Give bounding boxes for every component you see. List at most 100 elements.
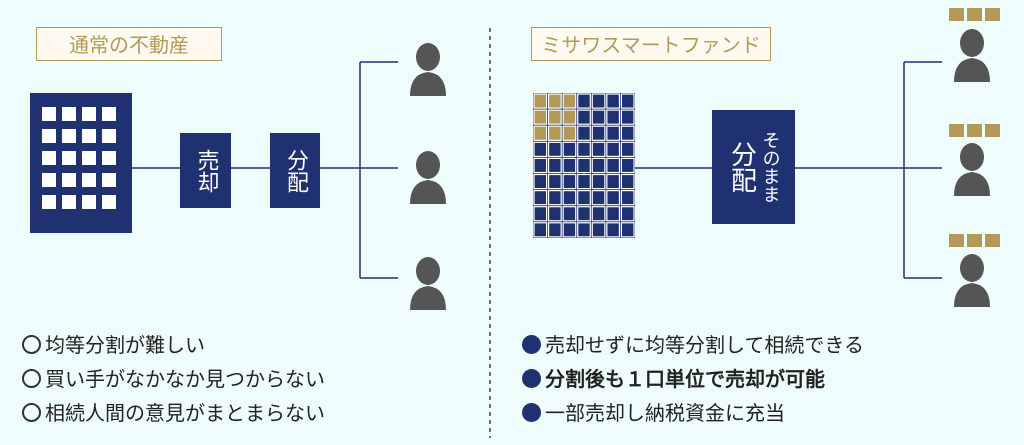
person-icon bbox=[410, 257, 446, 310]
share-units-icon bbox=[949, 124, 1000, 137]
share-unit bbox=[591, 222, 606, 238]
share-unit bbox=[620, 125, 635, 141]
share-unit bbox=[620, 190, 635, 206]
share-unit-gold bbox=[547, 125, 562, 141]
share-unit bbox=[620, 206, 635, 222]
share-unit bbox=[606, 157, 621, 174]
building-window bbox=[82, 173, 96, 187]
left-title: 通常の不動産 bbox=[36, 27, 222, 61]
building-window bbox=[82, 195, 96, 209]
building-window bbox=[62, 107, 76, 121]
building-icon bbox=[30, 93, 132, 233]
building-window bbox=[102, 107, 116, 121]
distribute-step-box: 分配 bbox=[270, 133, 320, 208]
right-benefits-list: 売却せずに均等分割して相続できる 分割後も１口単位で売却が可能 一部売却し納税資… bbox=[522, 328, 864, 430]
share-unit bbox=[562, 173, 577, 190]
sell-step-label: 売却 bbox=[193, 148, 219, 193]
list-item: 分割後も１口単位で売却が可能 bbox=[522, 362, 864, 396]
share-unit bbox=[562, 190, 577, 206]
share-unit bbox=[577, 222, 591, 238]
share-unit-gold bbox=[547, 109, 562, 125]
building-window bbox=[82, 151, 96, 165]
share-unit bbox=[577, 190, 591, 206]
building-window bbox=[102, 173, 116, 187]
list-item: 均等分割が難しい bbox=[22, 328, 325, 362]
share-unit bbox=[606, 222, 621, 238]
building-window bbox=[102, 195, 116, 209]
person-icon bbox=[410, 43, 446, 96]
share-unit bbox=[577, 206, 591, 222]
share-unit bbox=[533, 190, 548, 206]
share-unit bbox=[620, 222, 635, 238]
share-unit-gold bbox=[547, 93, 562, 109]
share-unit bbox=[577, 125, 591, 141]
building-window bbox=[82, 107, 96, 121]
sell-step-box: 売却 bbox=[180, 133, 231, 208]
share-unit-gold bbox=[562, 93, 577, 109]
share-unit bbox=[533, 173, 548, 190]
share-unit bbox=[533, 222, 548, 238]
share-unit bbox=[606, 173, 621, 190]
share-unit-gold bbox=[562, 125, 577, 141]
left-issues-list: 均等分割が難しい 買い手がなかなか見つからない 相続人間の意見がまとまらない bbox=[22, 328, 325, 430]
direct-distribution-sub-label: そのまま bbox=[759, 131, 781, 203]
share-unit bbox=[533, 141, 548, 158]
share-unit bbox=[606, 190, 621, 206]
building-window bbox=[62, 195, 76, 209]
share-unit bbox=[577, 93, 591, 109]
building-window bbox=[62, 173, 76, 187]
share-unit bbox=[606, 141, 621, 158]
share-unit bbox=[547, 222, 562, 238]
list-item: 相続人間の意見がまとまらない bbox=[22, 396, 325, 430]
distribute-step-label: 分配 bbox=[283, 148, 308, 193]
list-item: 売却せずに均等分割して相続できる bbox=[522, 328, 864, 362]
share-unit bbox=[562, 157, 577, 174]
share-unit bbox=[591, 125, 606, 141]
list-item: 買い手がなかなか見つからない bbox=[22, 362, 325, 396]
share-unit bbox=[547, 141, 562, 158]
share-unit bbox=[547, 190, 562, 206]
share-unit bbox=[606, 125, 621, 141]
building-window bbox=[42, 173, 56, 187]
share-unit bbox=[591, 93, 606, 109]
building-window bbox=[62, 129, 76, 143]
share-unit bbox=[577, 141, 591, 158]
building-window bbox=[42, 151, 56, 165]
share-unit bbox=[562, 141, 577, 158]
fund-grid-icon bbox=[533, 93, 635, 238]
share-unit bbox=[606, 93, 621, 109]
building-window bbox=[102, 151, 116, 165]
filled-circle-icon bbox=[522, 369, 541, 388]
share-unit bbox=[591, 141, 606, 158]
share-unit bbox=[591, 190, 606, 206]
building-window bbox=[82, 129, 96, 143]
share-unit bbox=[606, 109, 621, 125]
share-unit bbox=[591, 157, 606, 174]
building-window bbox=[42, 195, 56, 209]
share-unit-gold bbox=[533, 93, 548, 109]
right-title: ミサワスマートファンド bbox=[531, 27, 771, 61]
open-circle-icon bbox=[22, 335, 41, 354]
share-unit bbox=[577, 173, 591, 190]
building-window bbox=[102, 129, 116, 143]
share-unit-gold bbox=[533, 125, 548, 141]
filled-circle-icon bbox=[522, 335, 541, 354]
building-window bbox=[42, 107, 56, 121]
share-unit bbox=[562, 222, 577, 238]
person-icon bbox=[954, 254, 990, 307]
direct-distribution-main-label: 分配 bbox=[726, 141, 757, 193]
filled-circle-icon bbox=[522, 403, 541, 422]
share-unit bbox=[620, 173, 635, 190]
list-item: 一部売却し納税資金に充当 bbox=[522, 396, 864, 430]
share-unit bbox=[606, 206, 621, 222]
person-icon bbox=[954, 143, 990, 196]
share-unit bbox=[547, 173, 562, 190]
share-unit bbox=[620, 109, 635, 125]
share-unit bbox=[620, 93, 635, 109]
share-unit bbox=[533, 206, 548, 222]
share-units-icon bbox=[949, 8, 1000, 21]
building-window bbox=[42, 129, 56, 143]
share-unit-gold bbox=[533, 109, 548, 125]
